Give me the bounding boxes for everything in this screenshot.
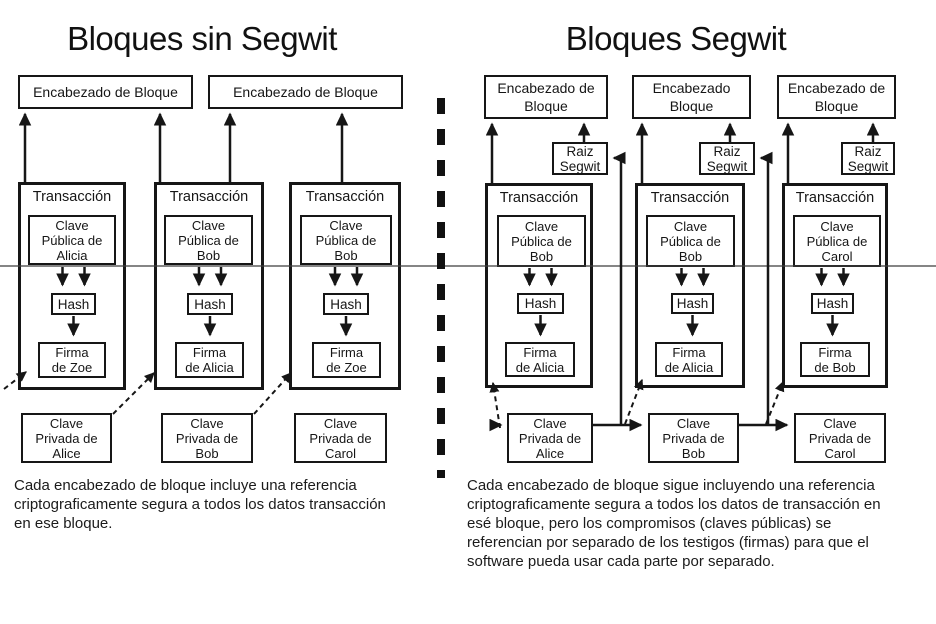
left-header-arrows	[18, 112, 349, 182]
segwit-root-box: Raiz Segwit	[841, 142, 895, 175]
block-header-box: Encabezado de Bloque	[208, 75, 403, 109]
hash-box: Hash	[811, 293, 854, 314]
block-header-box: Encabezado Bloque	[632, 75, 751, 119]
right-header-arrows	[485, 122, 880, 183]
pubkey-box: Clave Pública de Alicia	[28, 215, 116, 265]
privkey-box: Clave Privada de Carol	[294, 413, 387, 463]
privkey-box: Clave Privada de Alice	[21, 413, 112, 463]
segwit-root-box: Raiz Segwit	[699, 142, 755, 175]
pubkey-box: Clave Pública de Bob	[497, 215, 586, 267]
hash-box: Hash	[51, 293, 96, 315]
block-header-box: Encabezado de Bloque	[484, 75, 608, 119]
transaction-label: Transacción	[169, 189, 249, 205]
pubkey-box: Clave Pública de Bob	[164, 215, 253, 265]
transaction-label: Transacción	[650, 190, 730, 206]
signature-box: Firma de Bob	[800, 342, 870, 377]
transaction-label: Transacción	[795, 190, 875, 206]
signature-box: Firma de Alicia	[175, 342, 244, 378]
pubkey-box: Clave Pública de Bob	[646, 215, 735, 267]
signature-box: Firma de Zoe	[312, 342, 381, 378]
signature-box: Firma de Alicia	[655, 342, 723, 377]
hash-box: Hash	[323, 293, 369, 315]
hash-box: Hash	[187, 293, 233, 315]
privkey-box: Clave Privada de Alice	[507, 413, 593, 463]
pubkey-box: Clave Pública de Bob	[300, 215, 392, 265]
segwit-root-box: Raiz Segwit	[552, 142, 608, 175]
right-caption: Cada encabezado de bloque sigue incluyen…	[467, 477, 881, 570]
block-header-box: Encabezado de Bloque	[777, 75, 896, 119]
privkey-box: Clave Privada de Carol	[794, 413, 886, 463]
transaction-label: Transacción	[305, 189, 385, 205]
signature-box: Firma de Zoe	[38, 342, 106, 378]
privkey-box: Clave Privada de Bob	[648, 413, 739, 463]
block-header-box: Encabezado de Bloque	[18, 75, 193, 109]
hash-box: Hash	[517, 293, 564, 314]
left-panel-title: Bloques sin Segwit	[67, 20, 337, 57]
hash-box: Hash	[671, 293, 714, 314]
signature-box: Firma de Alicia	[505, 342, 575, 377]
left-caption: Cada encabezado de bloque incluye una re…	[14, 477, 386, 532]
transaction-label: Transacción	[32, 189, 112, 205]
privkey-box: Clave Privada de Bob	[161, 413, 253, 463]
pubkey-box: Clave Pública de Carol	[793, 215, 881, 267]
right-panel-title: Bloques Segwit	[565, 20, 787, 57]
transaction-label: Transacción	[499, 190, 579, 206]
